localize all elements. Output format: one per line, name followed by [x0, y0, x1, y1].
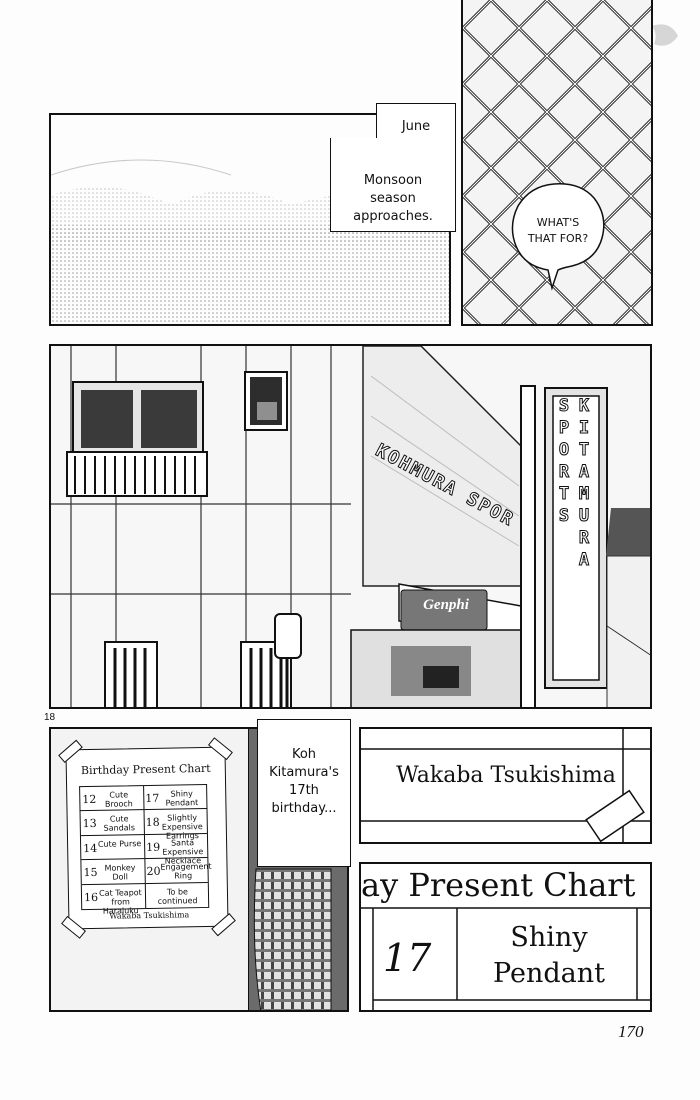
closeup-number: 17 — [383, 936, 432, 980]
chart-rows: 12 Cute Brooch 17 Shiny Pendant 13 Cute Sanda… — [80, 784, 212, 915]
panel-storefront — [49, 344, 652, 709]
chart-number: 12 — [82, 792, 97, 807]
chart-item: To be continued — [157, 886, 198, 906]
chart-number: 15 — [83, 866, 98, 880]
chart-divider — [144, 883, 147, 909]
chart-item: Monkey Doll — [104, 863, 136, 882]
chart-number: 20 — [146, 864, 161, 879]
chart-number: 13 — [82, 817, 97, 831]
present-chart-paper: Birthday Present Chart 12 Cute Brooch 17 Sh… — [58, 737, 236, 939]
page-number: 170 — [618, 1022, 644, 1041]
chart-item: Cute Sandals — [103, 814, 136, 834]
shop-sign-text: Genphi — [423, 597, 469, 613]
vertical-sign-label: KITAMURA SPORTS — [554, 396, 595, 573]
caption-birthday-text: Koh Kitamura's 17th birthday... — [269, 747, 339, 816]
chart-divider — [143, 786, 145, 810]
chart-divider — [143, 834, 146, 859]
chart-number: 14 — [83, 841, 98, 855]
closeup-name-text: Wakaba Tsukishima — [396, 763, 616, 788]
chart-item: Cute Purse — [97, 838, 142, 849]
caption-birthday: Koh Kitamura's 17th birthday... — [257, 719, 351, 867]
storefront-illustration — [51, 346, 650, 707]
chart-number: 18 — [145, 816, 160, 830]
caption-cover — [380, 218, 390, 278]
chart-signature: Wakaba Tsukishima — [109, 910, 190, 921]
chart-number: 19 — [146, 840, 161, 854]
caption-monsoon: Monsoon season approaches. — [330, 138, 456, 232]
chart-title: Birthday Present Chart — [80, 761, 211, 778]
chart-row: 12 Cute Brooch 17 Shiny Pendant — [80, 784, 207, 812]
name-closeup-lines — [361, 729, 650, 842]
closeup-item-line1: Shiny — [510, 922, 588, 953]
panel-chart-closeup: ay Present Chart 17 Shiny Pendant — [359, 862, 652, 1012]
speech-bubble-text: WHAT'S THAT FOR? — [527, 216, 589, 245]
chart-grid: 12 Cute Brooch 17 Shiny Pendant 13 Cute Sanda… — [79, 783, 212, 915]
closeup-item-line2: Pendant — [493, 958, 605, 989]
closeup-chart-title: ay Present Chart — [361, 866, 636, 904]
caption-join-cover — [378, 136, 454, 142]
chart-item: Engagement Ring — [160, 862, 212, 881]
speech-bubble — [511, 183, 605, 291]
chart-divider — [144, 859, 146, 883]
chart-number: 16 — [83, 890, 99, 904]
chart-item: Cute Brooch — [104, 790, 133, 809]
vertical-sign-text: KITAMURA SPORTS — [552, 396, 596, 680]
chart-divider — [143, 810, 145, 834]
side-page-number: 18 — [44, 712, 56, 723]
chart-number: 17 — [145, 791, 160, 806]
chart-item: Shiny Pendant — [165, 789, 199, 808]
caption-monsoon-text: Monsoon season approaches. — [353, 173, 433, 224]
panel-name-closeup: Wakaba Tsukishima — [359, 727, 652, 844]
chart-closeup-lines — [361, 864, 650, 1010]
